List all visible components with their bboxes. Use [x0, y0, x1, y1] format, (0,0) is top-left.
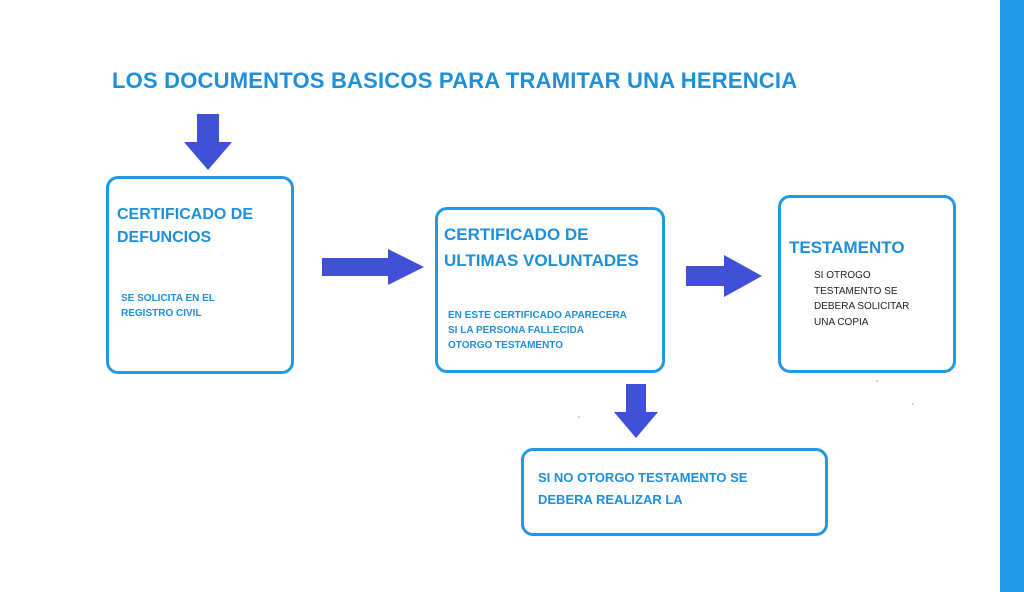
side-accent-bar: [1000, 0, 1024, 592]
heading-line: ULTIMAS VOLUNTADES: [444, 251, 639, 271]
box-voluntades-note: EN ESTE CERTIFICADO APARECERA SI LA PERS…: [448, 308, 658, 353]
note-line: UNA COPIA: [814, 316, 869, 328]
box-no-otorgo-testamento: SI NO OTORGO TESTAMENTO SE DEBERA REALIZ…: [521, 448, 828, 536]
box-certificado-ultimas-voluntades: CERTIFICADO DE ULTIMAS VOLUNTADES EN EST…: [435, 207, 665, 373]
note-line: SI LA PERSONA FALLECIDA: [448, 325, 584, 336]
heading-line: DEBERA REALIZAR LA: [538, 492, 683, 508]
heading-line: CERTIFICADO DE: [444, 225, 589, 244]
box-certificado-defuncion: CERTIFICADO DE DEFUNCIOS SE SOLICITA EN …: [106, 176, 294, 374]
note-line: TESTAMENTO SE: [814, 285, 898, 297]
box-voluntades-heading: CERTIFICADO DE ULTIMAS VOLUNTADES: [444, 222, 664, 275]
arrow-voluntades-to-no-testamento: [614, 384, 658, 438]
diagram-title: LOS DOCUMENTOS BASICOS PARA TRAMITAR UNA…: [112, 68, 798, 93]
heading-line: SI NO OTORGO TESTAMENTO SE: [538, 470, 748, 485]
arrow-defuncion-to-voluntades: [322, 249, 424, 285]
heading-line: CERTIFICADO DE: [117, 206, 253, 223]
heading-line: DEFUNCIOS: [117, 229, 212, 247]
box-defuncion-heading: CERTIFICADO DE DEFUNCIOS: [117, 203, 287, 249]
arrow-title-to-defuncion: [184, 114, 232, 170]
note-line: EN ESTE CERTIFICADO APARECERA: [448, 310, 627, 321]
speck: [876, 380, 878, 382]
speck: [578, 416, 580, 418]
box-testamento: TESTAMENTO SI OTROGO TESTAMENTO SE DEBER…: [778, 195, 956, 373]
box-no-testamento-heading: SI NO OTORGO TESTAMENTO SE DEBERA REALIZ…: [538, 467, 818, 511]
arrow-voluntades-to-testamento: [686, 255, 762, 297]
speck: [912, 403, 914, 405]
note-line: SI OTROGO: [814, 270, 871, 281]
note-line: REGISTRO CIVIL: [121, 308, 202, 319]
box-defuncion-note: SE SOLICITA EN EL REGISTRO CIVIL: [121, 291, 281, 321]
box-testamento-heading: TESTAMENTO: [789, 238, 905, 257]
box-testamento-note: SI OTROGO TESTAMENTO SE DEBERA SOLICITAR…: [814, 268, 944, 330]
note-line: OTORGO TESTAMENTO: [448, 340, 564, 351]
note-line: SE SOLICITA EN EL: [121, 293, 215, 304]
note-line: DEBERA SOLICITAR: [814, 301, 910, 312]
